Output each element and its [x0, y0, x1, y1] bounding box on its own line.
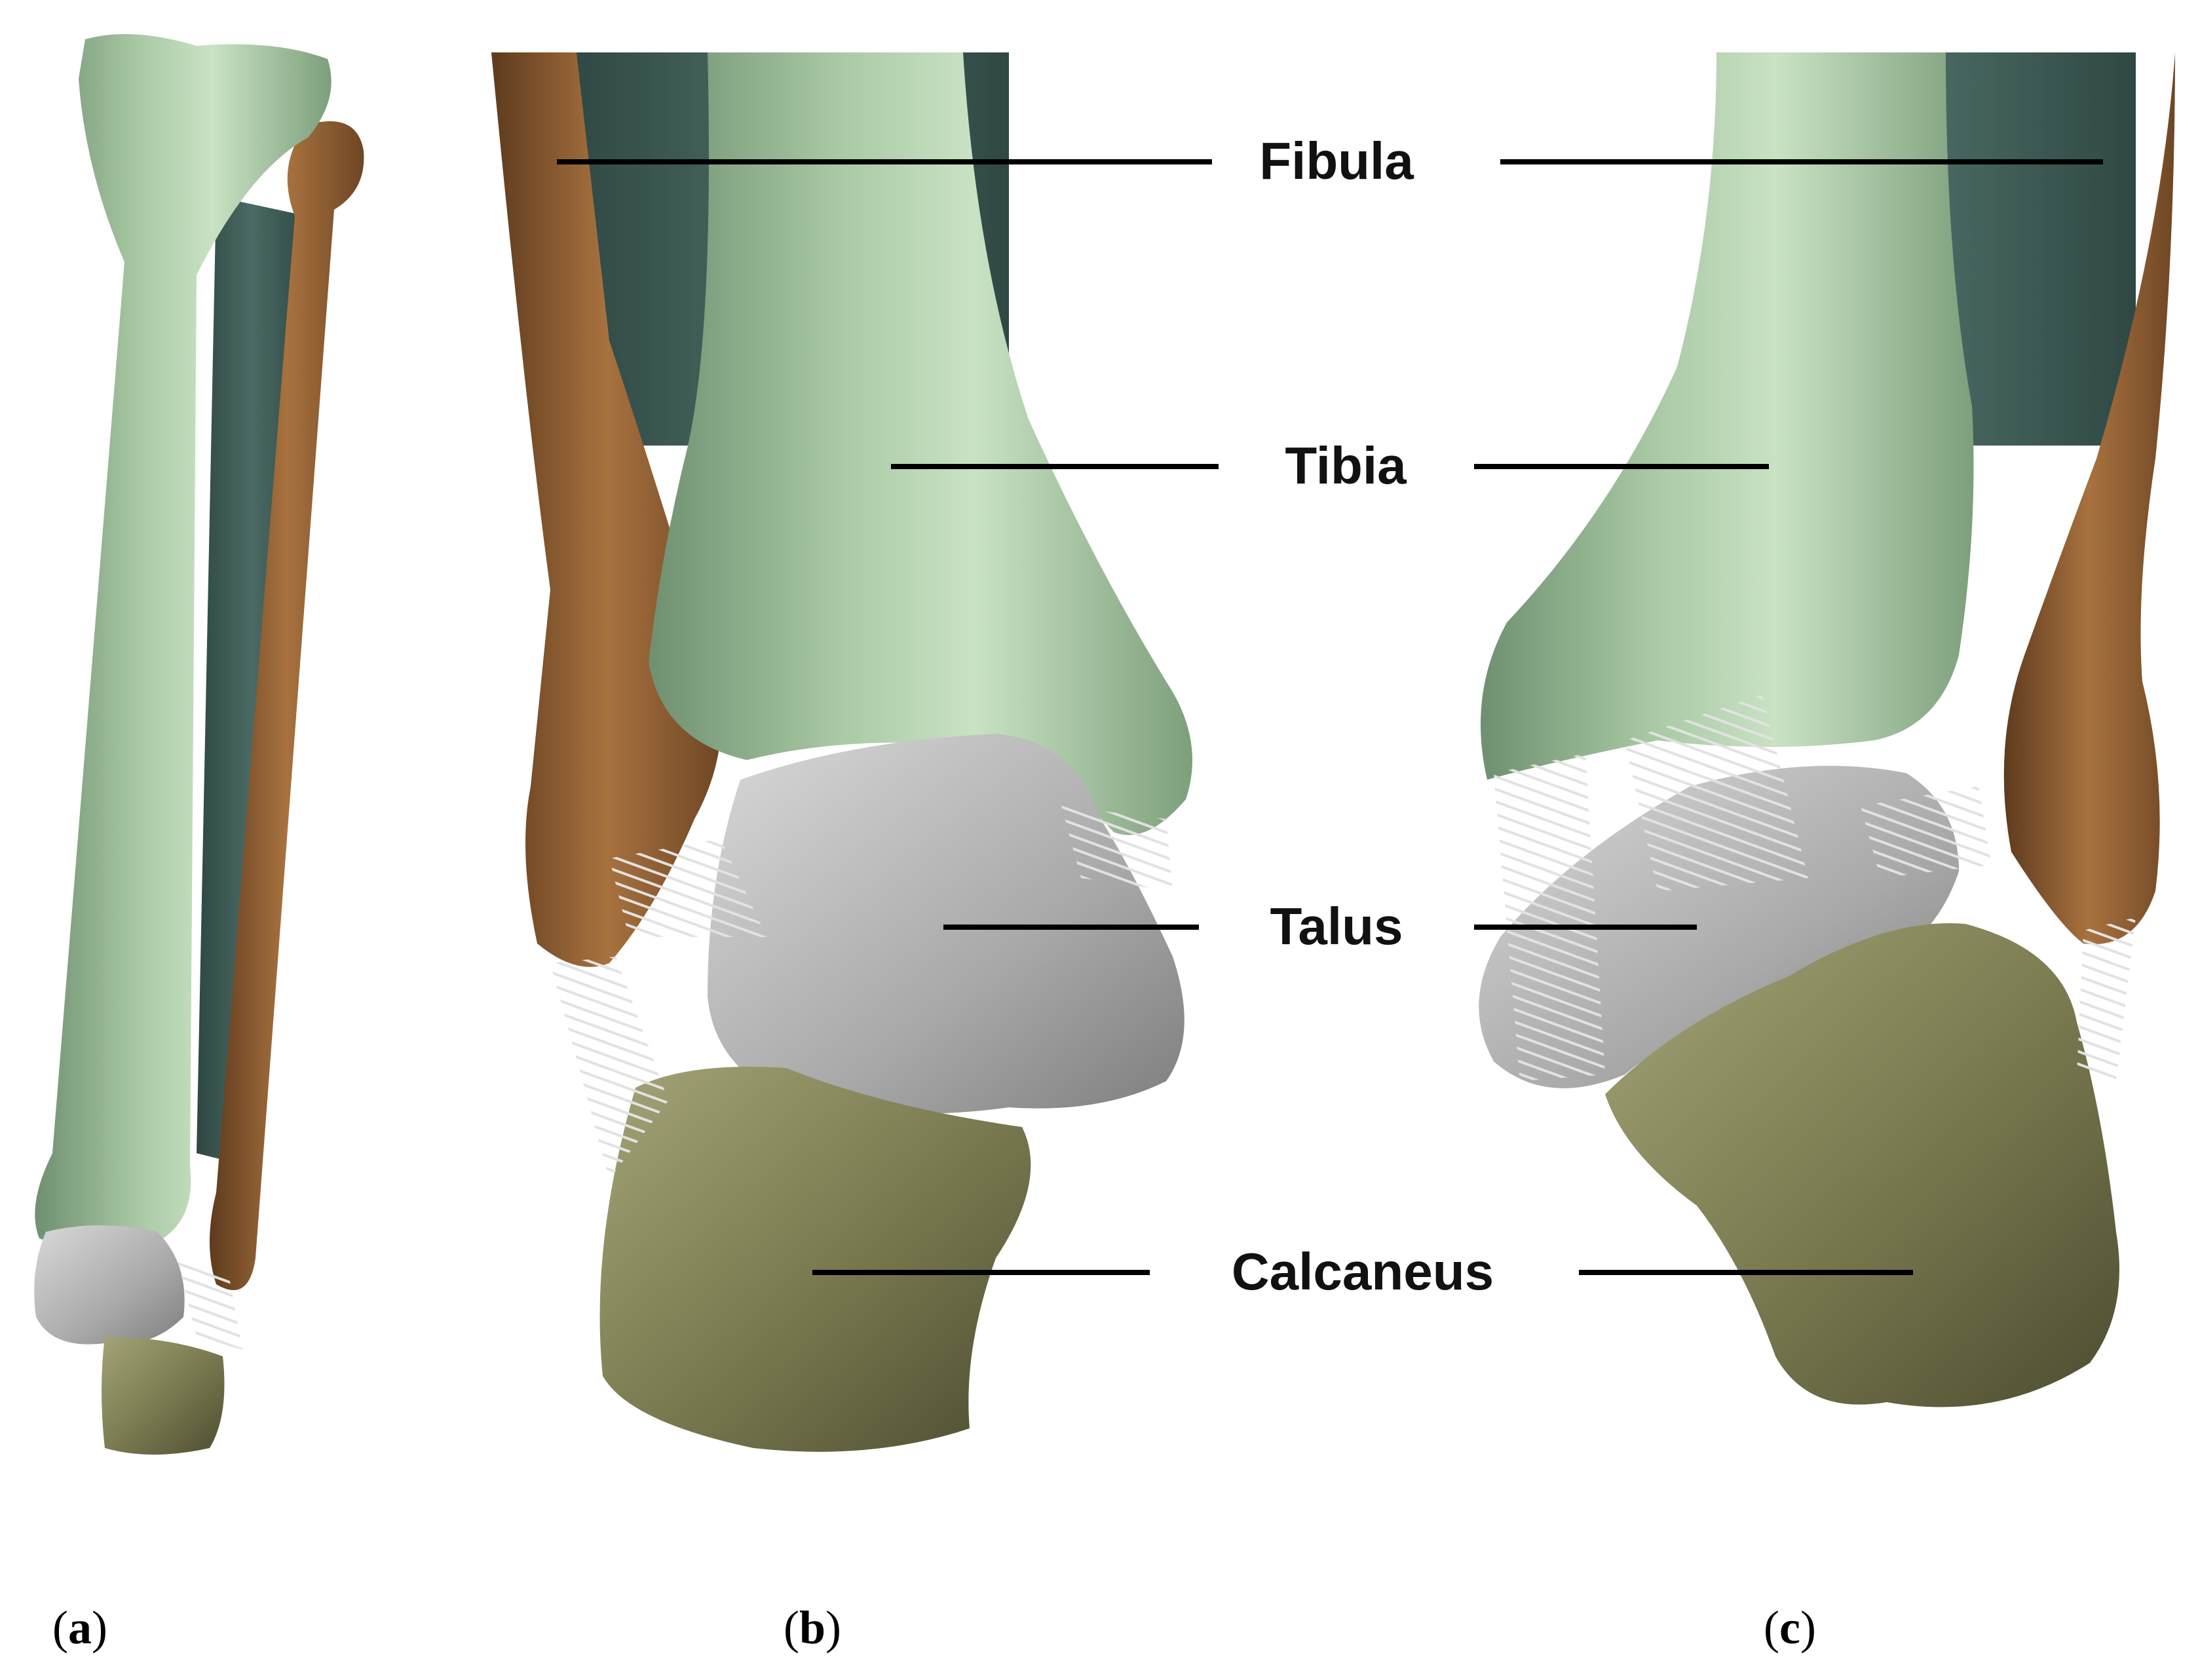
talus-bone: [34, 1225, 185, 1345]
calcaneus-bone: [102, 1337, 225, 1455]
fibula-label: Fibula: [1259, 132, 1414, 190]
ankle-ligaments: [177, 1258, 242, 1350]
leader-lines: [557, 159, 2103, 1275]
fibula-bone: [491, 52, 722, 967]
tibia-label: Tibia: [1285, 436, 1407, 495]
panel-captions: (a) (b) (c): [52, 1601, 1816, 1654]
medial-ankle-ligaments: [1061, 806, 1173, 891]
calcaneofibular-ligament: [550, 957, 668, 1179]
bone-labels: Fibula Tibia Talus Calcaneus: [1232, 132, 1494, 1301]
panel-c-ankle-model: [1479, 52, 2175, 1407]
lateral-ankle-ligaments: [1861, 786, 1992, 878]
talus-bone: [708, 734, 1184, 1114]
panel-a-leg-model: [34, 34, 364, 1455]
tibia-bone: [649, 52, 1192, 835]
calcaneus-bone: [1605, 923, 2119, 1407]
tibia-bone: [35, 34, 332, 1250]
posterior-ankle-ligaments: [1494, 754, 1605, 1081]
panel-a-caption: (a): [52, 1601, 107, 1654]
tibia-bone: [1481, 52, 1974, 780]
posterior-tibiofibular-ligaments: [1625, 695, 1808, 891]
calcaneus-bone: [599, 1067, 1031, 1452]
talus-label: Talus: [1270, 897, 1403, 955]
calcaneofibular-ligament: [2077, 917, 2136, 1081]
panel-b-caption: (b): [784, 1601, 841, 1654]
panel-b-ankle-model: [491, 52, 1192, 1452]
lateral-ankle-ligaments: [609, 839, 767, 937]
calcaneus-label: Calcaneus: [1232, 1242, 1494, 1301]
fibula-bone: [2003, 52, 2175, 944]
panel-c-caption: (c): [1764, 1601, 1816, 1654]
fibula-bone: [210, 121, 364, 1290]
